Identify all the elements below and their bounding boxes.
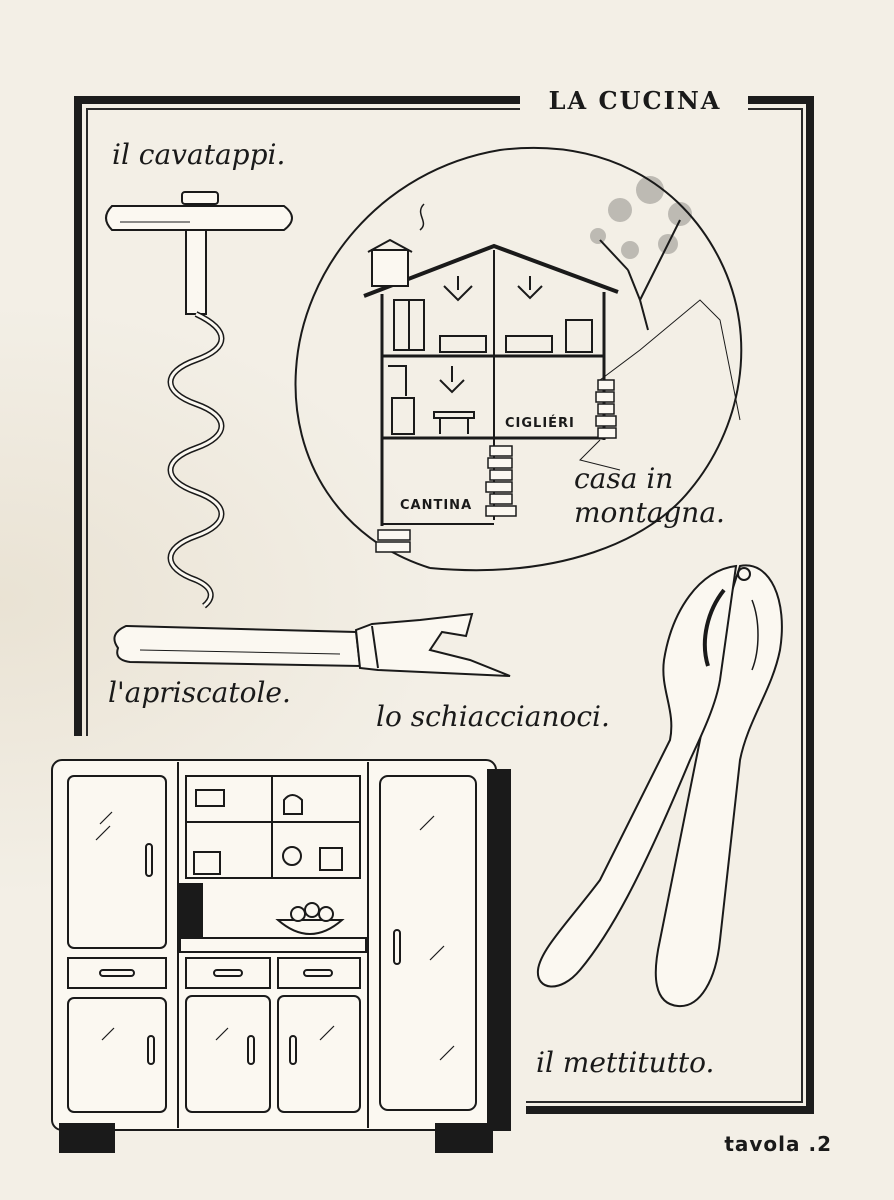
label-mountain-house-line2: montagna.: [574, 496, 725, 529]
label-cupboard: il mettitutto.: [536, 1046, 715, 1079]
frame-inner-top: [86, 108, 520, 110]
corkscrew-illustration: [105, 191, 293, 609]
cupboard-illustration: [51, 759, 511, 1153]
label-corkscrew: il cavatappi.: [112, 138, 286, 171]
page-footer: tavola .2: [724, 1132, 832, 1156]
frame-right: [806, 96, 814, 1114]
frame-left: [74, 96, 82, 736]
frame-top-right: [748, 96, 814, 104]
frame-inner-left: [86, 108, 88, 736]
nutcracker-illustration: [536, 564, 783, 1008]
page-title: LA CUCINA: [548, 86, 722, 115]
frame-inner-top-right: [748, 108, 802, 110]
frame-inner-bottom: [526, 1101, 803, 1103]
label-mountain-house: casa in montagna.: [574, 462, 725, 530]
frame-top-left: [74, 96, 520, 104]
can-opener-illustration: [113, 612, 511, 677]
house-vignette: [294, 146, 743, 572]
label-room: CIGLIÉRI: [505, 416, 575, 431]
frame-bottom: [526, 1106, 814, 1114]
label-mountain-house-line1: casa in: [574, 462, 674, 495]
label-cellar: CANTINA: [400, 498, 473, 513]
label-can-opener: l'apriscatole.: [108, 676, 291, 709]
frame-inner-right: [801, 108, 803, 1102]
label-nutcracker: lo schiaccianoci.: [376, 700, 610, 733]
